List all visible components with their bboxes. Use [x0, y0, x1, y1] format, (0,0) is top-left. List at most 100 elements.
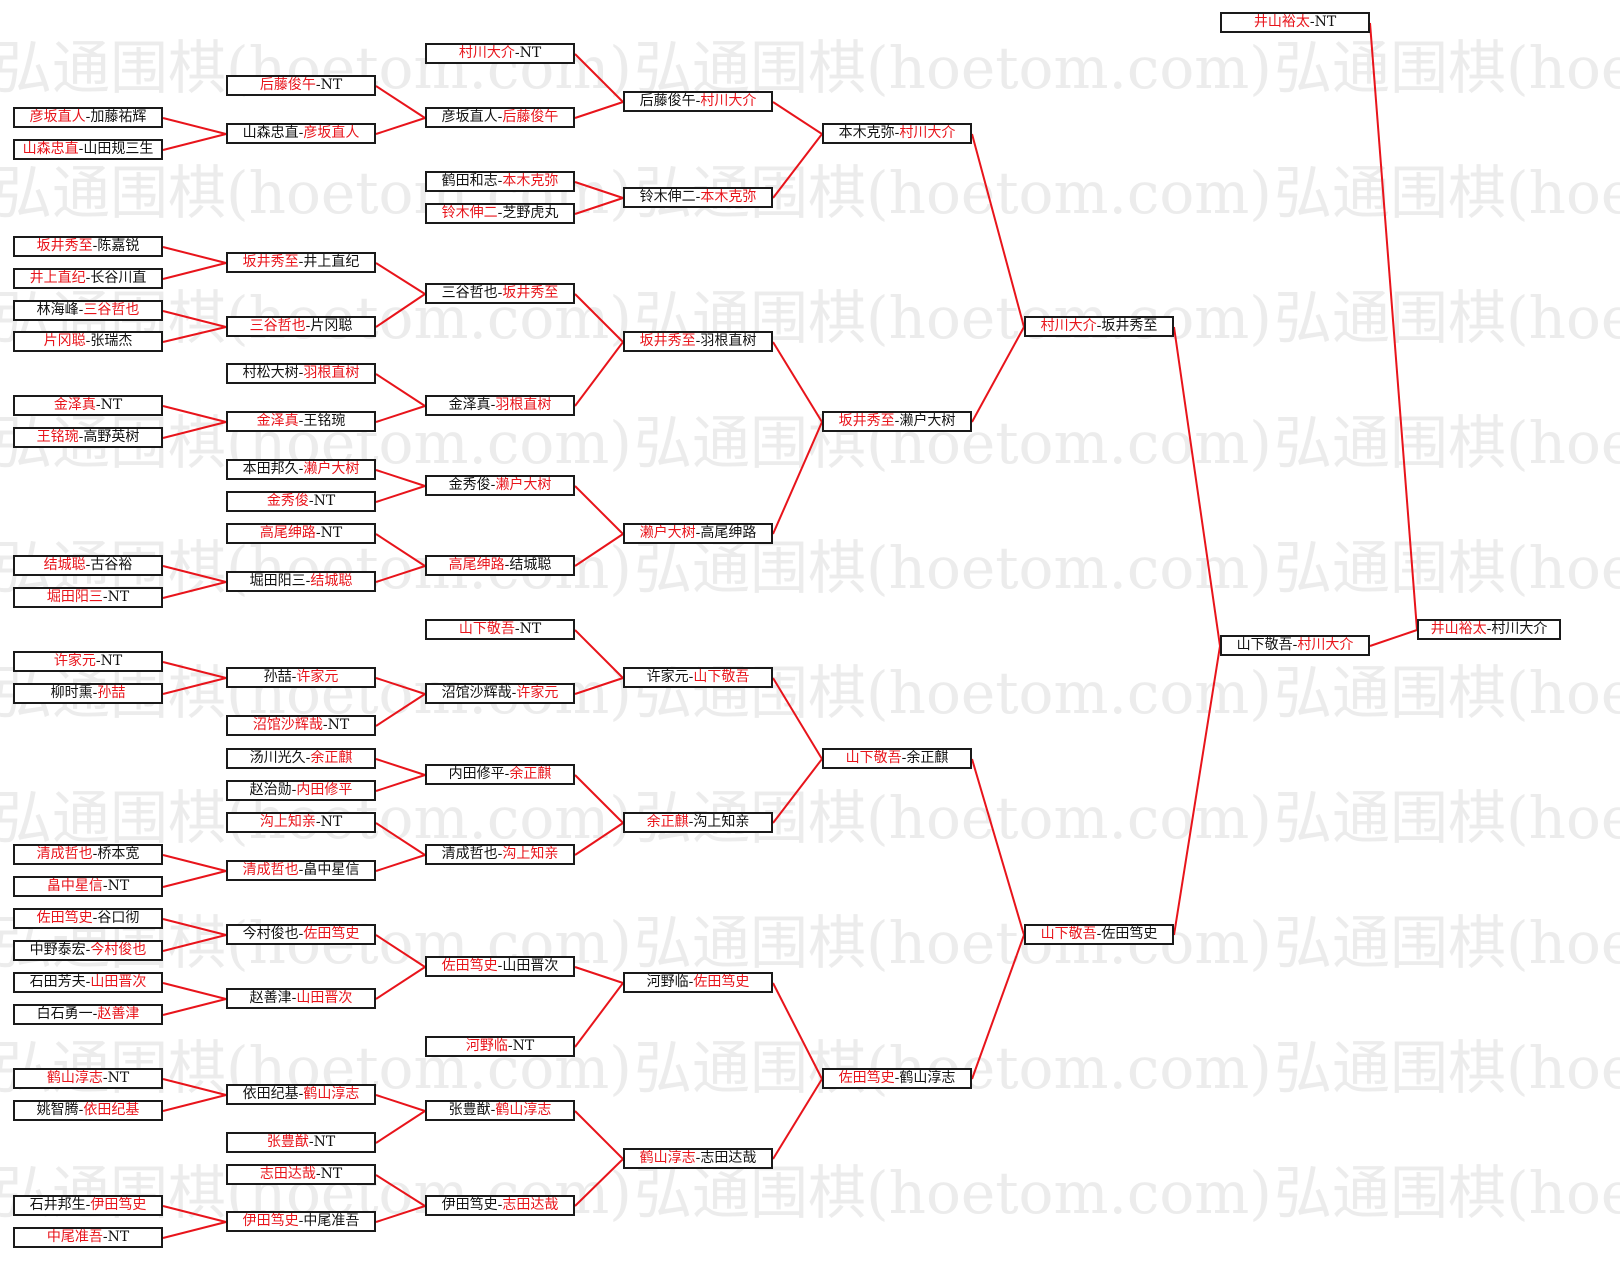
match-box: 山森忠直-彦坂直人: [226, 123, 376, 144]
match-box: 井山裕太-村川大介: [1417, 619, 1561, 640]
player-name: 井上直纪: [29, 270, 86, 286]
separator: -: [85, 942, 91, 958]
match-box: 山下敬吾-余正麒: [822, 748, 972, 769]
player-name: 山下敬吾: [845, 750, 902, 766]
player-name: 金秀俊: [448, 477, 491, 493]
player-name: 三谷哲也: [83, 302, 140, 318]
bracket-line: [375, 1110, 426, 1144]
separator: -: [1292, 637, 1298, 653]
bracket-line: [971, 133, 1025, 328]
bracket-line: [574, 1158, 624, 1207]
separator: -: [695, 333, 701, 349]
player-name: 濑户大树: [899, 413, 956, 429]
match-box: 汤川光久-余正麒: [226, 748, 376, 769]
player-name: 沟上知亲: [259, 814, 316, 830]
bracket-line: [772, 982, 823, 1080]
player-name: NT: [107, 589, 130, 605]
bracket-line: [971, 326, 1025, 423]
match-box: 坂井秀至-井上直纪: [226, 252, 376, 273]
separator: -: [504, 557, 510, 573]
separator: -: [490, 397, 496, 413]
separator: -: [102, 1229, 108, 1245]
separator: -: [298, 413, 304, 429]
separator: -: [695, 93, 701, 109]
player-name: 清成哲也: [441, 846, 498, 862]
player-name: 余正麒: [310, 750, 353, 766]
player-name: 高尾绅路: [700, 525, 757, 541]
bracket-line: [375, 677, 426, 695]
separator: -: [894, 125, 900, 141]
bracket-line: [162, 998, 227, 1016]
separator: -: [695, 189, 701, 205]
bracket-line: [375, 854, 426, 872]
player-name: NT: [313, 1134, 336, 1150]
player-name: 加藤祐辉: [90, 109, 147, 125]
player-name: 伊田笃史: [441, 1197, 498, 1213]
player-name: 金秀俊: [266, 493, 309, 509]
bracket-line: [375, 485, 426, 503]
match-box: 鹤山淳志-NT: [13, 1068, 163, 1089]
bracket-line: [162, 310, 227, 328]
player-name: 村川大介: [899, 125, 956, 141]
separator: -: [507, 1038, 513, 1054]
player-name: 后藤俊午: [259, 77, 316, 93]
match-box: 伊田笃史-志田达哉: [425, 1195, 575, 1216]
separator: -: [308, 1134, 314, 1150]
player-name: 片冈聪: [310, 318, 353, 334]
match-box: 今村俊也-佐田笃史: [226, 924, 376, 945]
player-name: 中尾准吾: [303, 1213, 360, 1229]
bracket-line: [574, 101, 624, 119]
player-name: 白石勇一: [36, 1006, 93, 1022]
bracket-line: [772, 341, 823, 423]
player-name: 中野泰宏: [29, 942, 86, 958]
bracket-line: [772, 758, 823, 824]
bracket-line: [162, 326, 227, 343]
separator: -: [315, 1166, 321, 1182]
bracket-line: [574, 1110, 624, 1160]
player-name: 羽根直树: [700, 333, 757, 349]
bracket-line: [375, 1205, 426, 1223]
match-box: 金泽真-王铭琬: [226, 411, 376, 432]
match-box: 姚智腾-依田纪基: [13, 1100, 163, 1121]
bracket-line: [162, 117, 227, 135]
bracket-line: [375, 405, 426, 423]
player-name: 铃木伸二: [441, 205, 498, 221]
match-box: 鹤山淳志-志田达哉: [623, 1148, 773, 1169]
player-name: 陈嘉锐: [97, 238, 140, 254]
separator: -: [504, 766, 510, 782]
player-name: NT: [320, 77, 343, 93]
separator: -: [315, 525, 321, 541]
match-box: 张豊猷-鹤山淳志: [425, 1100, 575, 1121]
bracket-line: [971, 934, 1025, 1080]
separator: -: [102, 589, 108, 605]
bracket-line: [574, 341, 624, 407]
match-box: 许家元-山下敬吾: [623, 667, 773, 688]
player-name: 张豊猷: [266, 1134, 309, 1150]
separator: -: [95, 653, 101, 669]
match-box: 铃木伸二-芝野虎丸: [425, 203, 575, 224]
bracket-line: [162, 918, 227, 936]
player-name: 依田纪基: [83, 1102, 140, 1118]
separator: -: [695, 1150, 701, 1166]
player-name: 长谷川直: [90, 270, 147, 286]
player-name: 本木克弥: [838, 125, 895, 141]
match-box: 井山裕太-NT: [1220, 12, 1370, 33]
match-box: 村川大介-NT: [425, 43, 575, 64]
player-name: 余正麒: [646, 814, 689, 830]
match-box: 河野临-NT: [425, 1036, 575, 1057]
match-box: 本木克弥-村川大介: [822, 123, 972, 144]
player-name: 柳时熏: [50, 685, 93, 701]
match-box: 柳时熏-孙喆: [13, 683, 163, 704]
separator: -: [85, 974, 91, 990]
player-name: 高尾绅路: [448, 557, 505, 573]
player-name: NT: [107, 1229, 130, 1245]
separator: -: [78, 141, 84, 157]
player-name: 许家元: [516, 685, 559, 701]
bracket-line: [162, 1094, 227, 1112]
bracket-line: [375, 293, 426, 328]
bracket-line: [162, 405, 227, 423]
player-name: NT: [512, 1038, 535, 1054]
bracket-line: [574, 982, 624, 1048]
player-name: 佐田笃史: [36, 910, 93, 926]
separator: -: [78, 1102, 84, 1118]
